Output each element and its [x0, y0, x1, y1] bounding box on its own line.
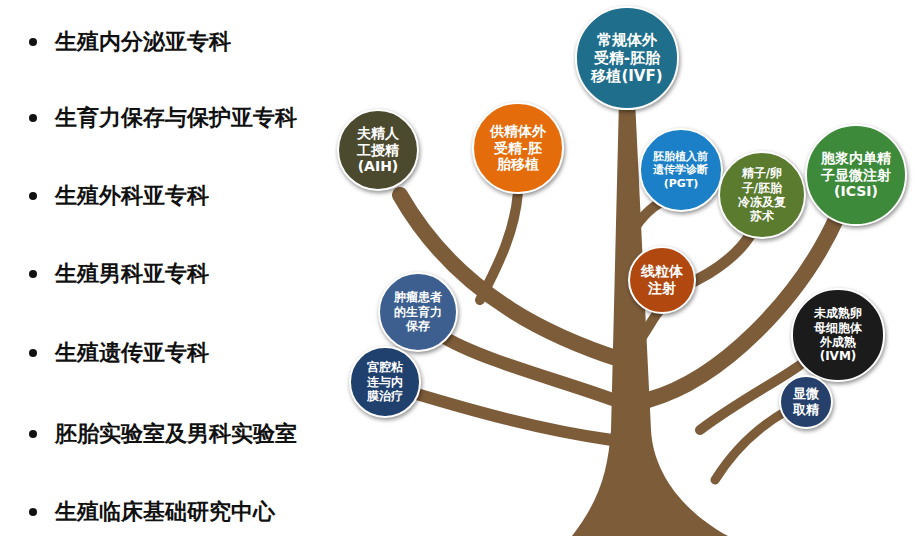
bullet-dot: [29, 192, 37, 200]
bullet-item: 生殖外科亚专科: [55, 182, 209, 210]
node-label: 肿瘤患者 的生育力 保存: [390, 290, 446, 333]
branch: [715, 410, 788, 480]
node-label: 未成熟卵 母细胞体 外成熟 (IVM): [808, 306, 868, 364]
service-circle: 未成熟卵 母细胞体 外成熟 (IVM): [791, 288, 884, 381]
service-circle: 夫精人 工授精 (AIH): [337, 109, 419, 191]
bullet-dot: [29, 38, 37, 46]
service-circle: 肿瘤患者 的生育力 保存: [378, 272, 459, 353]
node-label: 显微 取精: [790, 386, 822, 417]
service-circle: 显微 取精: [779, 375, 834, 430]
bullets: [29, 38, 37, 516]
service-circle: 线粒体 注射: [628, 246, 697, 315]
bullet-dot: [29, 270, 37, 278]
bullet-dot: [29, 114, 37, 122]
branch: [480, 192, 518, 300]
node-label: 胚胎植入前 遗传学诊断 (PGT): [650, 150, 712, 190]
node-label: 胞浆内单精 子显微注射 (ICSI): [817, 150, 895, 200]
bullet-item: 生殖内分泌亚专科: [55, 28, 231, 56]
bullet-item: 胚胎实验室及男科实验室: [55, 420, 297, 448]
service-circle: 胚胎植入前 遗传学诊断 (PGT): [639, 128, 723, 212]
tree-trunk: [572, 100, 728, 536]
node-label: 供精体外 受精-胚 胎移植: [486, 123, 550, 173]
service-circle: 供精体外 受精-胚 胎移植: [472, 102, 563, 193]
node-label: 常规体外 受精-胚胎 移植(IVF): [589, 31, 665, 85]
branch: [440, 335, 614, 400]
service-circle: 胞浆内单精 子显微注射 (ICSI): [805, 124, 908, 227]
node-label: 精子/卵 子/胚胎 冷冻及复 苏术: [735, 166, 789, 224]
node-label: 夫精人 工授精 (AIH): [352, 125, 404, 175]
bullet-item: 生殖遗传亚专科: [55, 339, 209, 367]
node-label: 线粒体 注射: [638, 263, 686, 297]
bullet-item: 生育力保存与保护亚专科: [55, 104, 297, 132]
branch: [410, 392, 612, 440]
bullet-item: 生殖男科亚专科: [55, 260, 209, 288]
bullet-dot: [29, 508, 37, 516]
bullet-item: 生殖临床基础研究中心: [55, 498, 275, 526]
service-circle: 常规体外 受精-胚胎 移植(IVF): [575, 6, 678, 109]
service-circle: 精子/卵 子/胚胎 冷冻及复 苏术: [718, 151, 807, 240]
bullet-dot: [29, 430, 37, 438]
bullet-dot: [29, 349, 37, 357]
node-label: 宫腔粘 连与内 膜治疗: [363, 360, 407, 403]
service-circle: 宫腔粘 连与内 膜治疗: [349, 346, 421, 418]
